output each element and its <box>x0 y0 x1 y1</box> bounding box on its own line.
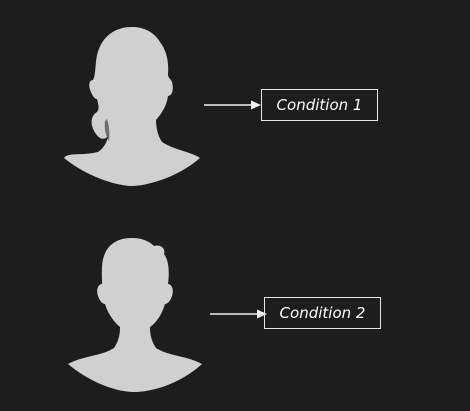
male-silhouette-icon <box>68 238 202 392</box>
female-silhouette-icon <box>64 27 200 186</box>
condition-1-box: Condition 1 <box>261 89 378 121</box>
condition-2-box: Condition 2 <box>264 297 381 329</box>
arrow-icon <box>210 309 267 319</box>
arrow-icon <box>204 100 261 110</box>
condition-1-label: Condition 1 <box>276 96 363 114</box>
condition-2-label: Condition 2 <box>279 304 366 322</box>
